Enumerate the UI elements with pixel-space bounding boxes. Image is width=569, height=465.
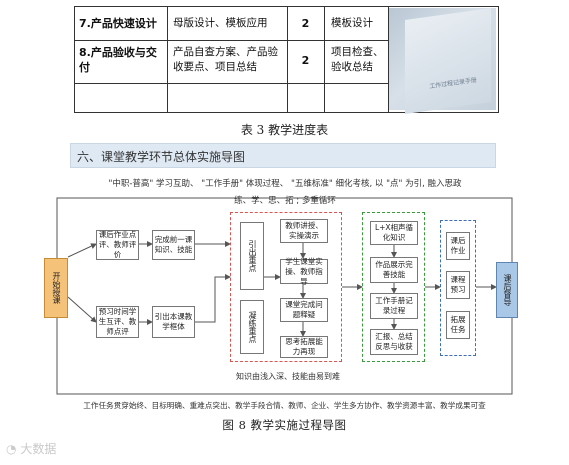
start-node: 开始授课 (44, 258, 68, 318)
classroom-process-group (230, 212, 342, 362)
watermark: ◔ 大数据 (6, 440, 56, 457)
student-practice-box: 学生课堂实操、教师指导 (280, 257, 328, 286)
teacher-demo-box: 教师讲授、实操演示 (280, 219, 328, 243)
extension-thinking-box: 思考拓展能力再现 (280, 336, 328, 358)
preview-evaluation-box: 预习时间学生互评、教师点评 (96, 306, 139, 338)
lx-knowledge-box: L+X相声循化知识 (370, 221, 418, 245)
flow-arrow (67, 296, 97, 323)
table-cell-result: 项目检查、验收总结 (331, 46, 384, 73)
progression-note: 知识由浅入深、技能由易到难 (236, 372, 340, 381)
diagram-top-note-2: 练、学、思、拓 ; 多重循环 (234, 196, 336, 206)
introduce-key-points-box: 引出重点 (240, 222, 264, 290)
table-cell-hours: 2 (301, 54, 310, 67)
diagram-bottom-note: 工作任务贯穿始终、目标明确、重难点突出、教学手段合情、教师、企业、学生多方协作、… (83, 401, 486, 410)
table-col-divider (167, 7, 168, 112)
table-caption: 表 3 教学进度表 (240, 123, 329, 137)
course-preview-box: 课程预习 (446, 271, 470, 299)
table-cell-content: 产品自查方案、产品验收要点、项目总结 (173, 46, 278, 73)
teaching-schedule-table: 7.产品快速设计 母版设计、模板应用 2 模板设计 8.产品验收与交付 产品自查… (74, 6, 499, 113)
review-homework-box: 课后作业点评、教师评价 (96, 230, 139, 260)
table-row-divider (75, 83, 388, 84)
report-summary-box: 汇报、总结反思与收获 (370, 329, 418, 355)
section-title: 六、课堂教学环节总体实施导图 (77, 150, 246, 164)
table-cell-result: 模板设计 (331, 17, 373, 29)
table-cell-task: 7.产品快速设计 (79, 17, 157, 30)
flow-arrow (67, 243, 97, 258)
table-cell-hours: 2 (301, 17, 310, 30)
after-class-group (440, 220, 476, 356)
table-col-divider (324, 7, 325, 112)
watermark-logo-icon: ◔ (6, 442, 17, 456)
work-manual-photo: 工作过程记录手册 (389, 7, 496, 115)
diagram-top-note: "中职-普高" 学习互助、 "工作手册" 体现过程、 "五维标准" 细化考核, … (108, 179, 462, 189)
section-header: 六、课堂教学环节总体实施导图 (70, 143, 496, 168)
problem-solving-box: 课堂完成问题释疑 (280, 298, 328, 322)
homework-box: 课后作业 (446, 232, 470, 260)
work-manual-record-box: 工作手册记录过程 (370, 293, 418, 319)
extension-task-box: 拓展任务 (446, 311, 470, 339)
work-display-box: 作品展示完善技能 (370, 257, 418, 283)
figure-caption: 图 8 教学实施过程导图 (222, 418, 347, 432)
table-col-divider (388, 7, 389, 112)
practice-summary-group (362, 212, 425, 362)
table-cell-task: 8.产品验收与交付 (79, 46, 157, 74)
lesson-framework-box: 引出本课教学框体 (152, 306, 195, 338)
end-node: 课后督导 (496, 262, 518, 318)
flow-arrow (195, 274, 231, 323)
table-row-divider (75, 40, 388, 41)
prior-knowledge-box: 完成前一课知识、技能 (152, 230, 195, 260)
watermark-text: 大数据 (20, 442, 57, 456)
table-col-divider (287, 7, 288, 112)
table-cell-content: 母版设计、模板应用 (173, 17, 268, 29)
refine-key-points-box: 凝练重点 (240, 300, 264, 354)
